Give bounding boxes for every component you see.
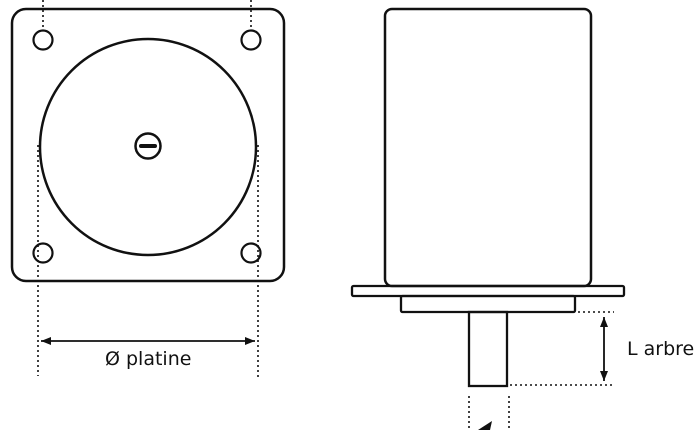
front-view (10, 0, 286, 380)
plate-diameter-label: Ø platine (105, 348, 192, 370)
shaft-end-icon (134, 132, 162, 160)
motor-body-circle (38, 37, 258, 257)
mounting-hole-bottom-right (240, 242, 262, 264)
shaft-diameter-arrowhead (478, 421, 492, 430)
mounting-hole-top-left (32, 29, 54, 51)
output-shaft (467, 310, 509, 388)
shaft-length-label: L arbre (627, 338, 695, 360)
side-view (350, 7, 626, 430)
motor-body-side (383, 7, 593, 288)
mounting-hole-bottom-left (32, 242, 54, 264)
flange-plate (350, 284, 626, 298)
mounting-plate (10, 7, 286, 283)
flange-collar (399, 294, 577, 314)
mounting-hole-top-right (240, 29, 262, 51)
